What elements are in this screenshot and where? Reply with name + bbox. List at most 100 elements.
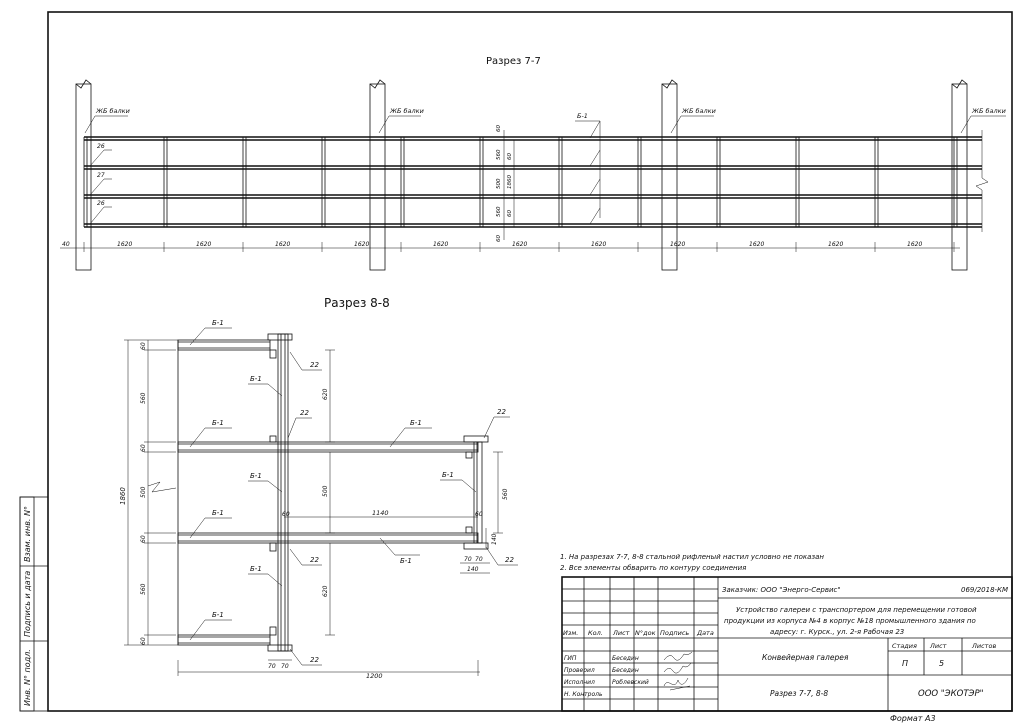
dim-7-span-7: 1620 [591,241,606,248]
dim-7-span-6: 1620 [512,241,527,248]
dim-8-60b: 60 [140,444,147,452]
row-label-1: 26 [97,143,105,150]
format-label: Формат А3 [890,714,936,723]
tb-project-line1: Устройство галереи с транспортером для п… [736,606,977,614]
dim-8-70c: 70 [464,556,472,563]
note-2: 2. Все элементы обварить по контуру соед… [560,564,746,572]
dim-8-60-inner-a: 60 [282,511,290,518]
b1-label-3: Б-1 [212,419,224,427]
column-label-4: ЖБ балки [971,107,1006,115]
dim-8-1140: 1140 [372,509,389,517]
weld-label-4: 22 [310,556,319,564]
b1-label-6: Б-1 [442,471,454,479]
weld-label-1: 22 [310,361,319,369]
dim-8-620a: 620 [322,388,329,400]
dim-8-70b: 70 [281,663,289,670]
dim-8-60c: 60 [140,535,147,543]
dim-8-60-inner-b: 60 [475,511,483,518]
dim-8-140b: 140 [491,533,498,545]
dim-7-span-8: 1620 [670,241,685,248]
tb-name-3: Роблевский [612,679,649,686]
weld-label-5: 22 [310,656,319,664]
dim-7-span-3: 1620 [275,241,290,248]
dim-8-560a: 560 [140,392,147,404]
section-7-drawing: ЖБ балки ЖБ балки ЖБ балки ЖБ балки Б-1 … [60,79,1006,271]
tb-stage: П [902,659,908,668]
dim-8-60a: 60 [140,342,147,350]
dim-8-140a: 140 [467,566,479,573]
tb-code: 069/2018-КМ [961,586,1008,594]
weld-label-2: 22 [300,409,309,417]
tb-name-2: Беседин [612,667,639,674]
tb-sheet-title: Разрез 7-7, 8-8 [770,689,828,698]
b1-label-4: Б-1 [410,419,422,427]
dim-7-span-4: 1620 [354,241,369,248]
signatures [663,651,693,691]
dim-8-500: 500 [140,486,147,498]
dim-7-560a: 560 [496,149,502,160]
dim-7-span-11: 1620 [907,241,922,248]
dim-7-500: 500 [496,178,502,189]
tb-stage-label: Стадия [892,642,917,650]
b1-label-7: Б-1 [212,509,224,517]
dim-8-560b: 560 [140,583,147,595]
tb-sheets-label: Листов [971,642,996,650]
dim-7-span-9: 1620 [749,241,764,248]
column-label-2: ЖБ балки [389,107,424,115]
column-label-3: ЖБ балки [681,107,716,115]
b1-label-2: Б-1 [250,375,262,383]
weld-label-3: 22 [497,408,506,416]
b1-label-1: Б-1 [212,319,224,327]
tb-header-kol: Кол. [588,629,603,637]
side-stamp: Взам. инв. N° Подпись и дата Инв. N° под… [19,496,49,712]
dim-7-1860: 1860 [507,175,513,189]
tb-name-1: Беседин [612,655,639,662]
tb-role-3: Исполнил [564,679,595,686]
b1-label-10: Б-1 [212,611,224,619]
tb-role-2: Проверил [564,667,595,674]
dim-8-70a: 70 [268,663,276,670]
tb-project-line3: адресу: г. Курск., ул. 2-я Рабочая 23 [770,628,904,636]
dim-7-span-1: 1620 [117,241,132,248]
side-stamp-sign-date: Подпись и дата [23,571,32,637]
title-block: Изм. Кол. Лист N°док Подпись Дата ГИП Пр… [561,576,1013,712]
dim-8-70d: 70 [475,556,483,563]
dim-7-60b: 60 [507,153,513,160]
dim-7-60c: 60 [507,210,513,217]
tb-header-izm: Изм. [563,629,578,637]
tb-object-name: Конвейерная галерея [762,653,849,662]
dim-8-60d: 60 [140,637,147,645]
tb-header-doc: N°док [635,629,656,637]
dim-8-560-right: 560 [502,488,509,500]
dim-7-560b: 560 [496,206,502,217]
tb-customer: Заказчик: ООО "Энерго-Сервис" [722,586,841,594]
b1-label-9: Б-1 [250,565,262,573]
tb-sheet-label: Лист [929,642,947,650]
tb-header-date: Дата [696,629,714,637]
dim-8-1200: 1200 [366,672,383,680]
tb-role-1: ГИП [564,655,577,662]
column-label-1: ЖБ балки [95,107,130,115]
sheet-frame [47,11,1013,712]
tb-project-line2: продукции из корпуса №4 в корпус №18 про… [724,617,976,625]
tb-header-sign: Подпись [660,629,689,637]
row-label-2: 27 [97,172,105,179]
dim-7-offset: 40 [62,241,70,248]
dim-7-60a: 60 [496,125,502,132]
side-stamp-inventory: Инв. N° подл. [23,649,32,706]
tb-role-4: Н. Контроль [564,691,603,698]
dim-7-span-5: 1620 [433,241,448,248]
row-label-3: 26 [97,200,105,207]
dim-8-1860: 1860 [119,487,127,505]
dim-7-60d: 60 [496,235,502,242]
section-8-title: Разрез 8-8 [324,296,390,310]
dim-8-620b: 620 [322,585,329,597]
section-7-beam-label: Б-1 [577,112,588,120]
tb-sheet: 5 [939,659,944,668]
dim-7-span-10: 1620 [828,241,843,248]
section-8-drawing: 1860 60 560 60 500 60 560 60 [119,319,518,680]
side-stamp-replace: Взам. инв. N° [23,506,32,562]
b1-label-5: Б-1 [250,472,262,480]
section-7-title: Разрез 7-7 [486,56,541,67]
